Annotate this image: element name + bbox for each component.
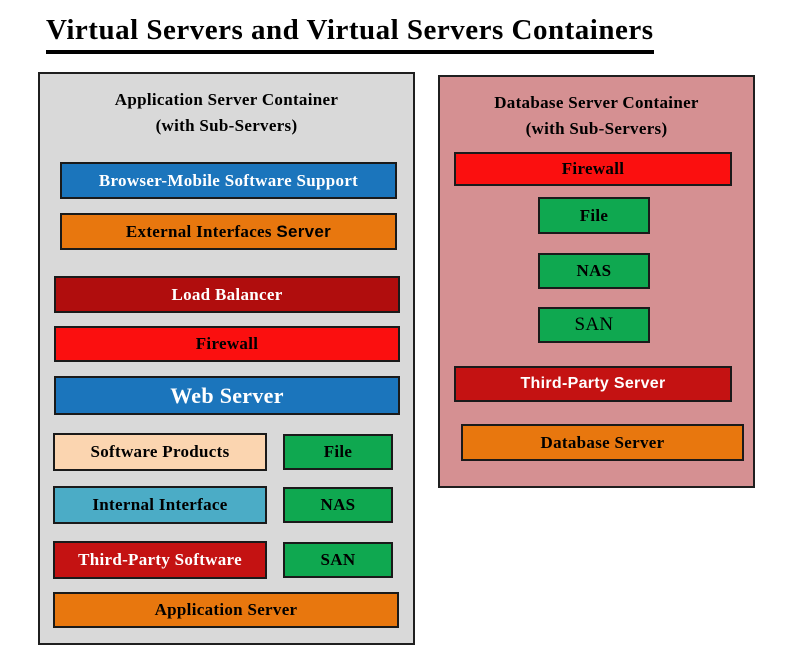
app-file-box: File — [283, 434, 393, 470]
app-san-box: SAN — [283, 542, 393, 578]
database-server-box: Database Server — [461, 424, 744, 461]
external-interfaces-server-box: External Interfaces Server — [60, 213, 397, 250]
database-container-title-line1: Database Server Container — [494, 93, 699, 112]
application-container-title-line2: (with Sub-Servers) — [155, 116, 298, 136]
third-party-server-box: Third-Party Server — [454, 366, 732, 402]
software-products-box: Software Products — [53, 433, 267, 471]
application-container-title-line1: Application Server Container — [114, 90, 339, 109]
db-nas-box: NAS — [538, 253, 650, 289]
third-party-software-box: Third-Party Software — [53, 541, 267, 579]
application-server-box: Application Server — [53, 592, 399, 628]
db-firewall-box: Firewall — [454, 152, 732, 186]
db-san-box: SAN — [538, 307, 650, 343]
application-container-title: Application Server Container (with Sub-S… — [40, 74, 413, 140]
app-firewall-box: Firewall — [54, 326, 400, 362]
application-server-container: Application Server Container (with Sub-S… — [38, 72, 415, 645]
load-balancer-box: Load Balancer — [54, 276, 400, 313]
external-interfaces-label-sans: Server — [276, 221, 332, 241]
database-server-container: Database Server Container (with Sub-Serv… — [438, 75, 755, 488]
browser-mobile-software-support-box: Browser-Mobile Software Support — [60, 162, 397, 199]
internal-interface-box: Internal Interface — [53, 486, 267, 524]
web-server-box: Web Server — [54, 376, 400, 415]
page-title: Virtual Servers and Virtual Servers Cont… — [46, 14, 654, 54]
db-file-box: File — [538, 197, 650, 234]
external-interfaces-label-serif: External Interfaces — [125, 221, 277, 241]
database-container-title-line2: (with Sub-Servers) — [525, 119, 668, 139]
app-nas-box: NAS — [283, 487, 393, 523]
database-container-title: Database Server Container (with Sub-Serv… — [440, 77, 753, 143]
